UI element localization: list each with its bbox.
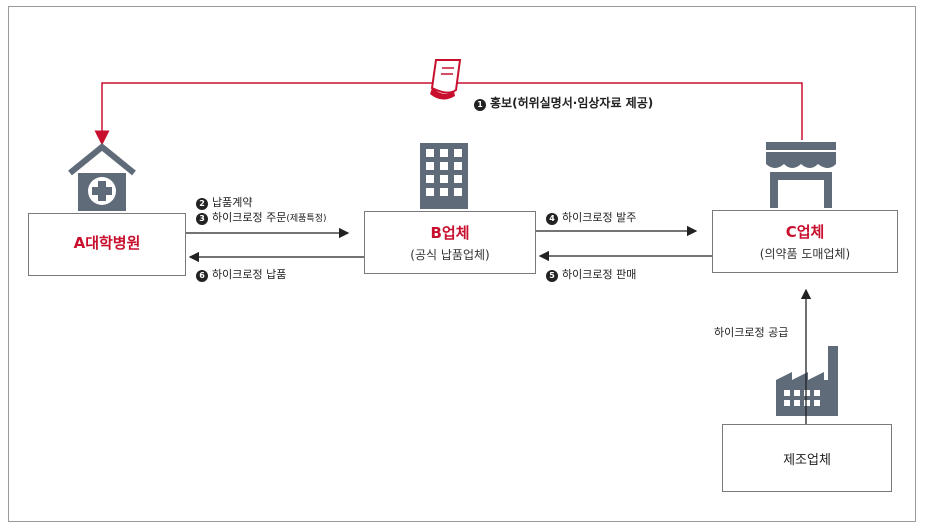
hospital-icon xyxy=(68,143,136,211)
step-6-label: 6 하이크로정 납품 xyxy=(196,266,286,282)
wholesaler-box: C업체 (의약품 도매업체) xyxy=(712,210,898,273)
step-2-label: 2 납품계약 xyxy=(196,194,252,210)
step-5-label: 5 하이크로정 판매 xyxy=(546,266,636,282)
step-4-number: 4 xyxy=(546,213,558,225)
office-building-icon xyxy=(420,143,468,209)
factory-icon xyxy=(776,346,838,416)
supplier-subtitle: (공식 납품업체) xyxy=(410,248,490,262)
step-1-number: 1 xyxy=(474,99,486,111)
step-3-label: 3 하이크로정 주문(제품특정) xyxy=(196,209,327,225)
step-6-text: 하이크로정 납품 xyxy=(212,268,287,281)
step-1-label: 1 홍보(허위실명서·임상자료 제공) xyxy=(474,94,653,111)
supplier-box: B업체 (공식 납품업체) xyxy=(364,211,536,274)
hospital-name: A대학병원 xyxy=(73,234,141,252)
diagram-frame xyxy=(8,6,916,522)
step-2-number: 2 xyxy=(196,198,208,210)
step-5-number: 5 xyxy=(546,270,558,282)
step-4-label: 4 하이크로정 발주 xyxy=(546,209,636,225)
manufacturer-name: 제조업체 xyxy=(783,453,831,468)
step-2-text: 납품계약 xyxy=(212,196,253,209)
step-1-text: 홍보(허위실명서·임상자료 제공) xyxy=(490,96,654,110)
store-icon xyxy=(766,142,836,208)
step-3-note: (제품특정) xyxy=(286,214,327,224)
step-6-number: 6 xyxy=(196,270,208,282)
wholesaler-subtitle: (의약품 도매업체) xyxy=(759,247,851,261)
supply-label: 하이크로정 공급 xyxy=(714,324,788,340)
manufacturer-box: 제조업체 xyxy=(722,424,892,492)
step-4-text: 하이크로정 발주 xyxy=(562,211,637,224)
step-5-text: 하이크로정 판매 xyxy=(562,268,637,281)
wholesaler-name: C업체 xyxy=(785,223,825,241)
step-3-number: 3 xyxy=(196,213,208,225)
supply-text: 하이크로정 공급 xyxy=(714,326,789,339)
step-3-text: 하이크로정 주문 xyxy=(212,211,287,224)
document-icon xyxy=(430,59,462,100)
supplier-name: B업체 xyxy=(430,224,470,242)
hospital-box: A대학병원 xyxy=(28,213,186,276)
